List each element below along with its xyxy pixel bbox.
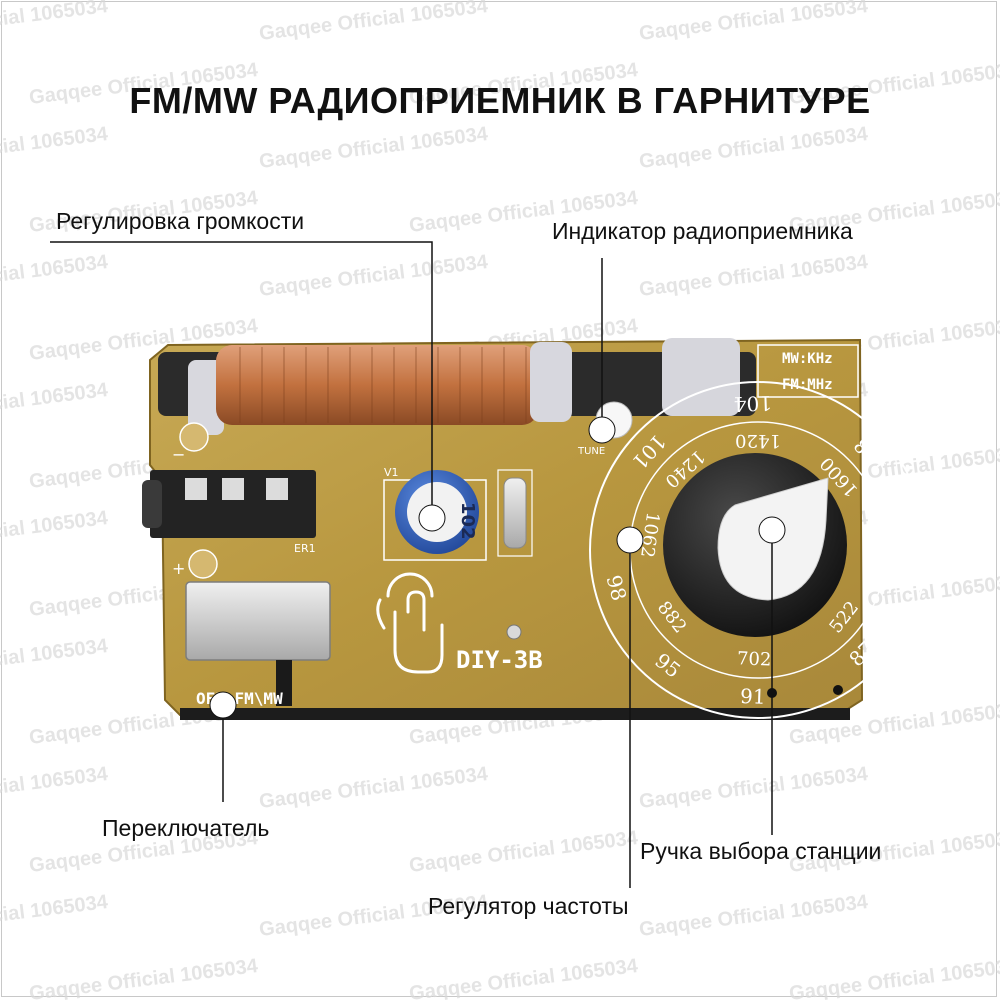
callout-station-knob: Ручка выбора станции — [640, 838, 882, 864]
dial-outer-ring — [589, 381, 927, 719]
potentiometer-marking: 102 — [457, 502, 478, 540]
marker-tuner — [616, 526, 644, 554]
slide-switch-lever — [276, 660, 292, 706]
pcb-bottom-edge — [180, 708, 850, 720]
crystal — [503, 477, 527, 549]
dial-fm-label-104: 104 — [733, 391, 772, 416]
touch-hand-icon — [376, 572, 444, 674]
minus-sign: − — [172, 445, 185, 464]
model-label: DIY-3B — [456, 646, 543, 674]
antenna-coil — [216, 345, 538, 425]
marker-dial-dot — [767, 688, 777, 698]
callout-switch: Переключатель — [102, 815, 270, 841]
callout-volume: Регулировка громкости — [56, 208, 305, 234]
jack-pin-2 — [222, 478, 244, 500]
jack-pin-1 — [185, 478, 207, 500]
antenna-clip-left — [188, 360, 224, 435]
marker-indicator — [588, 416, 616, 444]
leader-volume — [50, 241, 433, 518]
marker-volume — [418, 504, 446, 532]
band-label-fm: FM:MHz — [782, 377, 833, 393]
diagram-title: FM/MW РАДИОПРИЕМНИК В ГАРНИТУРЕ — [129, 80, 871, 121]
callout-tuner: Регулятор частоты — [428, 893, 629, 919]
crystal-outline — [497, 469, 533, 557]
mount-screw — [506, 624, 522, 640]
slide-switch-body — [185, 581, 331, 661]
marker-station-knob — [758, 516, 786, 544]
battery-contact-minus — [179, 422, 209, 452]
band-label-box — [757, 344, 859, 398]
antenna-clip-right — [662, 338, 740, 416]
dial-mw-label-702: 702 — [737, 648, 772, 670]
jack-pin-3 — [266, 478, 288, 500]
coil-windings — [239, 347, 527, 423]
marker-switch — [209, 691, 237, 719]
antenna-clip-middle — [530, 342, 572, 422]
dial-fm-label-91: 91 — [740, 684, 766, 709]
potentiometer-label: V1 — [384, 466, 399, 479]
band-label-mw: MW:KHz — [782, 351, 833, 367]
callout-indicator: Индикатор радиоприемника — [552, 218, 853, 244]
board-dot — [833, 685, 843, 695]
jack-label: ER1 — [294, 542, 316, 555]
battery-contact-plus — [188, 549, 218, 579]
plus-sign: + — [172, 559, 185, 578]
jack-opening — [142, 480, 162, 528]
dial-mw-label-1420: 1420 — [735, 430, 781, 451]
tune-label: TUNE — [577, 446, 605, 457]
